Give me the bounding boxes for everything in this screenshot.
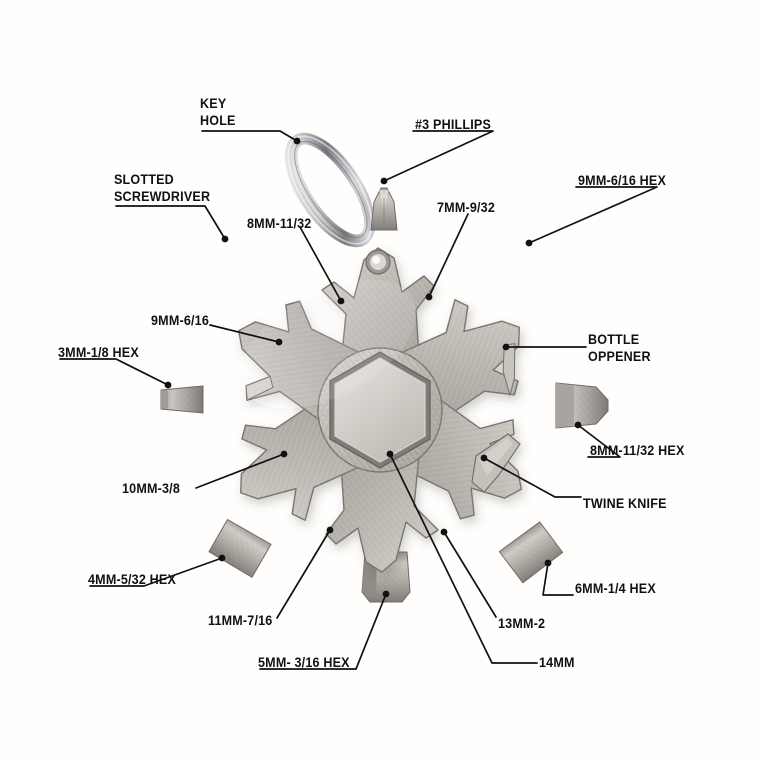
callout-label-w-8mm-1132: 8MM-11/32: [247, 216, 312, 231]
phillips-bit: [370, 187, 398, 231]
callout-label-hex-6mm-14: 6MM-1/4 HEX: [575, 581, 656, 596]
callout-label-hex-5mm-316: 5MM- 3/16 HEX: [258, 655, 350, 670]
callout-label-w-11mm-716: 11MM-7/16: [208, 613, 273, 628]
callout-label-w-14mm: 14MM: [539, 655, 575, 670]
callout-label-hex-8mm-1132: 8MM-11/32 HEX: [590, 443, 685, 458]
snowflake-body: [238, 247, 522, 573]
callout-label-w-13mm-2: 13MM-2: [498, 616, 546, 631]
callout-label-w-10mm-38: 10MM-3/8: [122, 481, 181, 496]
hex-socket-right: [555, 382, 609, 429]
callout-label-bottle-oppener: BOTTLE OPPENER: [588, 332, 651, 364]
hex-bit-lower-right: [498, 521, 564, 584]
hex-bit-left: [160, 385, 204, 414]
key-hole: [365, 249, 391, 275]
callout-label-w-7mm-932: 7MM-9/32: [437, 200, 496, 215]
callout-label-hex-9mm-616: 9MM-6/16 HEX: [578, 173, 667, 188]
callout-label-phillips-3: #3 PHILLIPS: [415, 117, 492, 132]
callout-label-hex-4mm-532: 4MM-5/32 HEX: [88, 572, 177, 587]
hex-bit-lower-left: [208, 518, 272, 578]
callout-label-slotted: SLOTTED SCREWDRIVER: [114, 172, 211, 204]
callout-label-key-hole: KEY HOLE: [200, 96, 236, 128]
callout-label-twine-knife: TWINE KNIFE: [583, 496, 667, 511]
callout-label-hex-3mm-18: 3MM-1/8 HEX: [58, 345, 139, 360]
keyring: [284, 132, 376, 248]
callout-label-w-9mm-616: 9MM-6/16: [151, 313, 210, 328]
